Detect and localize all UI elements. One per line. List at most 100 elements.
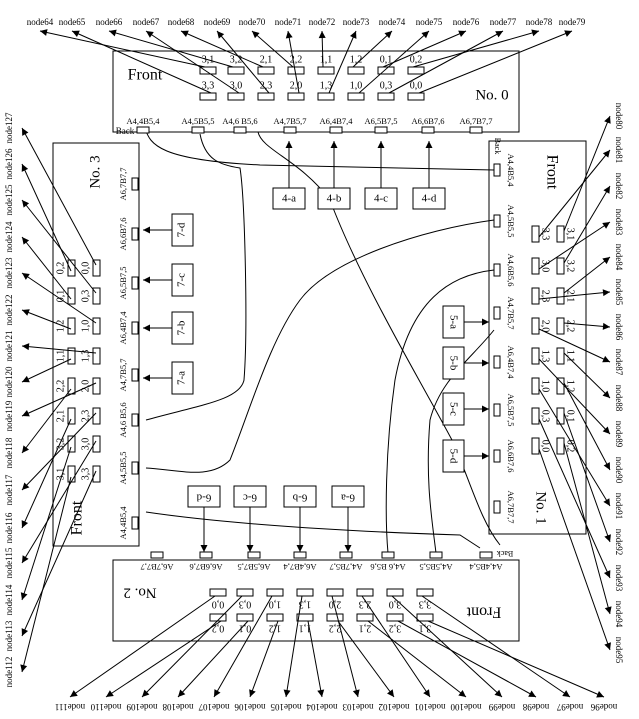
port-box: [493, 306, 501, 320]
arrow-line: [352, 30, 393, 68]
node-label: node126: [4, 148, 14, 179]
node-label: node102: [379, 702, 410, 712]
port-label: 0,1: [380, 54, 393, 65]
arrow-line: [563, 352, 611, 399]
arrow-head: [246, 545, 254, 552]
arrow-head: [20, 592, 28, 600]
port-box: [356, 613, 374, 622]
port-label: 3,2: [55, 438, 66, 451]
node-label: node98: [522, 702, 549, 712]
arrow-head: [143, 226, 150, 234]
port-box: [92, 317, 101, 335]
node-label: node91: [614, 493, 624, 520]
port-box: [479, 551, 493, 559]
arrow-head: [22, 309, 30, 316]
module-label: 7-d: [176, 222, 188, 237]
port-box: [199, 66, 217, 75]
arrow-head: [603, 498, 610, 506]
port-label: 3,2: [230, 54, 243, 65]
node-label: node81: [614, 137, 624, 164]
cable: [257, 131, 501, 546]
arrow-head: [602, 355, 610, 363]
node-label: node106: [234, 702, 265, 712]
arrow-line: [563, 412, 611, 543]
node-label: node71: [275, 17, 302, 27]
port-label: 2,2: [565, 320, 576, 333]
arrow-head: [604, 642, 611, 650]
port-box: [296, 613, 314, 622]
port-box: [67, 435, 76, 453]
port-box: [247, 551, 261, 559]
module-label: 4-c: [374, 193, 388, 205]
node-label: node76: [453, 17, 480, 27]
arrow-line: [21, 388, 72, 454]
board-name: No. 3: [87, 155, 103, 188]
port-label: 1,0: [350, 80, 363, 91]
back-port-label: A4,4B5,4: [126, 116, 160, 126]
arrow-head: [296, 545, 304, 552]
port-label: 1,1: [55, 350, 66, 363]
arrow-head: [344, 545, 352, 552]
arrow-line: [331, 595, 359, 698]
arrow-line: [412, 30, 540, 68]
port-box: [131, 276, 139, 290]
back-port-label: A6,5B7,5: [118, 266, 128, 299]
node-label: node70: [239, 17, 266, 27]
port-box: [236, 613, 254, 622]
node-label: node84: [614, 244, 624, 271]
port-label: 0,0: [212, 599, 225, 610]
node-label: node86: [614, 314, 624, 341]
node-label: node96: [590, 702, 617, 712]
arrow-line: [285, 595, 303, 698]
arrow-head: [421, 31, 429, 39]
arrow-line: [328, 30, 357, 94]
node-label: node66: [96, 17, 123, 27]
port-box: [92, 407, 101, 425]
arrow-line: [538, 358, 611, 435]
back-port-label: A6,5B7,5: [506, 393, 516, 426]
port-box: [283, 126, 297, 134]
port-box: [556, 225, 565, 243]
port-box: [92, 347, 101, 365]
cable: [144, 127, 495, 171]
back-port-label: A4,7B5,7: [506, 296, 516, 329]
port-label: 3,1: [565, 228, 576, 241]
node-label: node80: [614, 103, 624, 130]
module-label: 4-d: [422, 193, 437, 205]
node-label: node105: [270, 702, 301, 712]
back-port-label: A6,5B7,5: [237, 562, 270, 572]
arrow-head: [352, 689, 360, 697]
port-label: 0,1: [55, 290, 66, 303]
arrow-line: [21, 272, 97, 324]
arrow-head: [423, 689, 430, 697]
port-label: 3,2: [389, 623, 402, 634]
port-label: 3,1: [419, 623, 432, 634]
cable: [145, 133, 247, 421]
arrow-head: [603, 186, 610, 194]
port-box: [92, 259, 101, 277]
port-label: 1,3: [299, 599, 312, 610]
arrow-line: [382, 30, 467, 68]
back-port-label: A4,4B5,4: [506, 153, 516, 187]
port-box: [329, 126, 343, 134]
node-label: node79: [559, 17, 586, 27]
port-label: 2,1: [260, 54, 273, 65]
back-port-label: A6,4B7,4: [319, 116, 353, 126]
port-label: 2,0: [329, 599, 342, 610]
arrow-head: [22, 128, 29, 136]
node-label: node100: [450, 702, 481, 712]
arrow-head: [20, 664, 28, 672]
node-label: node110: [90, 702, 121, 712]
port-box: [227, 92, 245, 101]
port-box: [67, 347, 76, 365]
port-box: [233, 126, 247, 134]
back-port-label: A4,7B5,7: [118, 358, 128, 391]
arrow-head: [22, 273, 30, 280]
back-port-label: A6,4B7,4: [283, 562, 317, 572]
node-label: node117: [4, 474, 14, 505]
port-box: [131, 227, 139, 241]
port-box: [199, 551, 213, 559]
port-box: [347, 92, 365, 101]
port-box: [131, 413, 139, 427]
arrow-line: [39, 30, 206, 68]
